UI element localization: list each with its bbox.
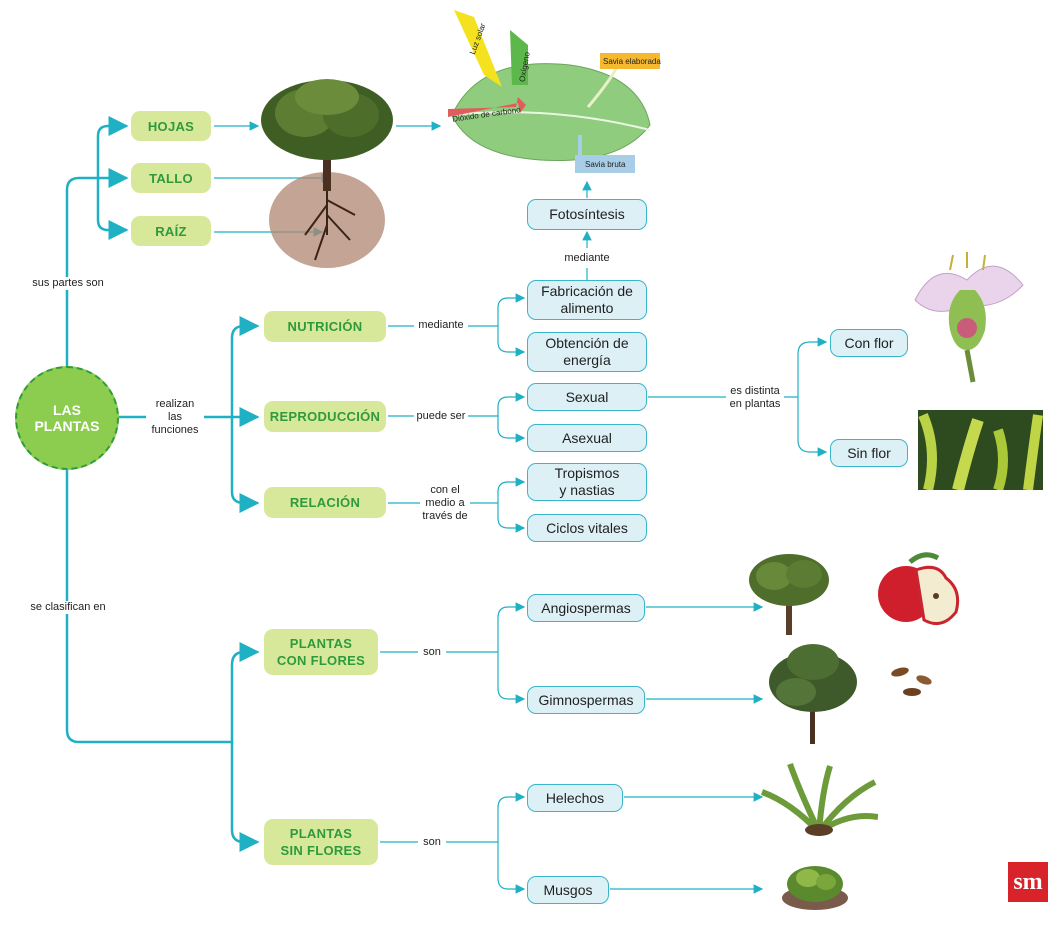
node-helechos: Helechos bbox=[527, 784, 623, 812]
leaf-label-elaborated: Savia elaborada bbox=[603, 57, 661, 66]
node-raiz: RAÍZ bbox=[131, 216, 211, 246]
pine-seeds-illustration bbox=[891, 667, 932, 696]
apple-illustration bbox=[878, 552, 960, 626]
node-plantas-sin-flores: PLANTAS SIN FLORES bbox=[264, 819, 378, 865]
node-ciclos-vitales: Ciclos vitales bbox=[527, 514, 647, 542]
connector-nutrition-label: mediante bbox=[418, 319, 464, 331]
connector-photosynthesis-label: mediante bbox=[564, 252, 610, 264]
node-nutricion: NUTRICIÓN bbox=[264, 311, 386, 342]
node-sexual: Sexual bbox=[527, 383, 647, 411]
las-plantas-node: LAS PLANTAS bbox=[15, 366, 119, 470]
node-obtencion-energia: Obtención de energía bbox=[527, 332, 647, 372]
flower-illustration bbox=[914, 252, 1024, 383]
connector-without-flowers-label: son bbox=[423, 836, 441, 848]
node-gimnospermas: Gimnospermas bbox=[527, 686, 645, 714]
fern-leaf-illustration bbox=[918, 410, 1043, 490]
connector-classified-label: se clasifican en bbox=[26, 601, 110, 614]
node-reproduccion: REPRODUCCIÓN bbox=[264, 401, 386, 432]
connector-reproduction-label: puede ser bbox=[416, 410, 466, 422]
connector-flowers-distinct-label: es distinta en plantas bbox=[729, 385, 781, 410]
node-tropismos-nastias: Tropismos y nastias bbox=[527, 463, 647, 501]
angiosperm-tree-illustration bbox=[749, 554, 829, 635]
node-tallo: TALLO bbox=[131, 163, 211, 193]
node-angiospermas: Angiospermas bbox=[527, 594, 645, 622]
node-hojas: HOJAS bbox=[131, 111, 211, 141]
tree-with-roots-illustration bbox=[261, 79, 393, 268]
node-sin-flor: Sin flor bbox=[830, 439, 908, 467]
node-musgos: Musgos bbox=[527, 876, 609, 904]
connector-functions-label: realizan las funciones bbox=[146, 398, 204, 437]
leaf-label-raw: Savia bruta bbox=[585, 160, 626, 169]
connector-relation-label: con el medio a través de bbox=[422, 484, 468, 522]
node-fotosintesis: Fotosíntesis bbox=[527, 199, 647, 230]
moss-illustration bbox=[782, 866, 848, 910]
node-relacion: RELACIÓN bbox=[264, 487, 386, 518]
node-fabricacion-alimento: Fabricación de alimento bbox=[527, 280, 647, 320]
sm-logo: sm bbox=[1008, 862, 1048, 902]
fern-plant-illustration bbox=[760, 762, 878, 836]
gymnosperm-tree-illustration bbox=[769, 644, 857, 744]
leaf-photosynthesis-illustration bbox=[448, 10, 660, 173]
node-asexual: Asexual bbox=[527, 424, 647, 452]
connector-with-flowers-label: son bbox=[423, 646, 441, 658]
node-plantas-con-flores: PLANTAS CON FLORES bbox=[264, 629, 378, 675]
node-con-flor: Con flor bbox=[830, 329, 908, 357]
connector-parts-label: sus partes son bbox=[28, 277, 108, 290]
